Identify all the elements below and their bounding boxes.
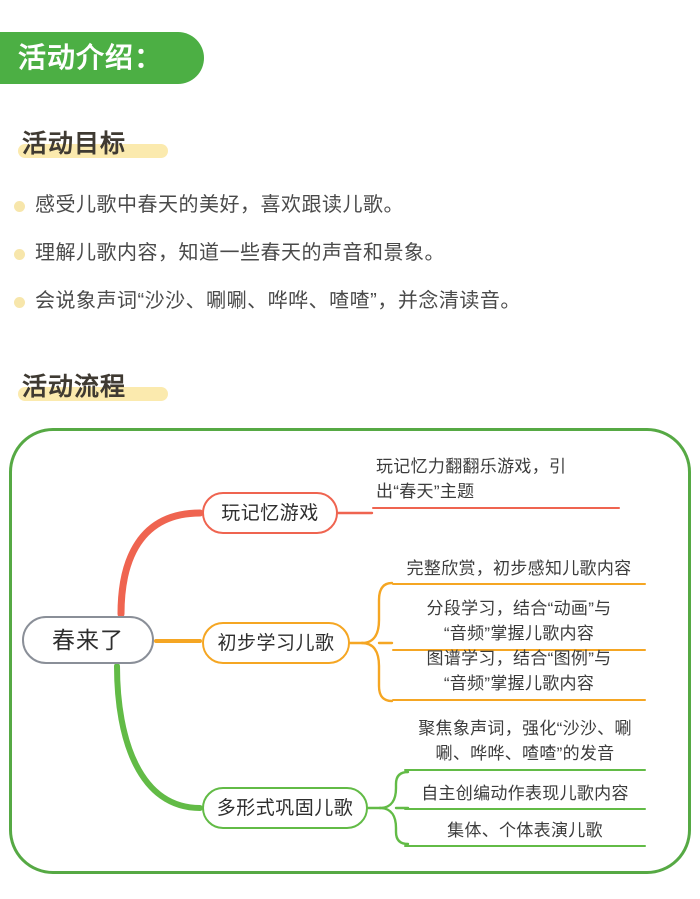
leaf-line-1: 图谱学习，结合“图例”与 [426, 649, 612, 668]
mindmap-leaf-red-1[interactable]: 玩记忆力翻翻乐游戏，引 出“春天”主题 [372, 456, 620, 509]
mindmap-leaf-green-1[interactable]: 聚焦象声词，强化“沙沙、唰 唰、哗哗、喳喳”的发音 [404, 718, 646, 771]
leaf-line-1: 玩记忆力翻翻乐游戏，引 [376, 457, 567, 476]
heading-highlight [18, 143, 168, 158]
connector-branch-orange-down [360, 641, 394, 703]
section-heading-text: 活动目标 [22, 130, 127, 158]
page-title-banner: 活动介绍： [0, 32, 204, 84]
leaf-line-2: 出“春天”主题 [376, 482, 475, 502]
list-item: 理解儿歌内容，知道一些春天的声音和景象。 [14, 240, 694, 267]
objectives-list: 感受儿歌中春天的美好，喜欢跟读儿歌。 理解儿歌内容，知道一些春天的声音和景象。 … [14, 192, 694, 336]
section-heading-text: 活动流程 [22, 373, 127, 401]
leaf-line-2: 唰、哗哗、喳喳”的发音 [435, 744, 615, 764]
page-title: 活动介绍： [18, 42, 164, 73]
heading-highlight [18, 386, 168, 401]
connector-branch-green-down [378, 806, 410, 846]
mindmap-leaf-orange-2[interactable]: 分段学习，结合“动画”与 “音频”掌握儿歌内容 [392, 598, 646, 651]
leaf-line-2: “音频”掌握儿歌内容 [443, 674, 595, 694]
mindmap-root-node[interactable]: 春来了 [22, 616, 154, 664]
leaf-underline [392, 648, 646, 651]
objective-text: 感受儿歌中春天的美好，喜欢跟读儿歌。 [35, 194, 404, 216]
section-heading-flow: 活动流程 [18, 373, 168, 402]
list-item: 感受儿歌中春天的美好，喜欢跟读儿歌。 [14, 192, 694, 219]
mindmap-root-label: 春来了 [52, 626, 124, 653]
connector-root-to-branch-green [114, 663, 203, 811]
connector-root-to-branch-red [117, 509, 204, 618]
leaf-line-2: “音频”掌握儿歌内容 [443, 624, 595, 644]
bullet-dot-icon [14, 249, 25, 260]
mindmap-branch-label: 玩记忆游戏 [221, 502, 319, 524]
mindmap-leaf-green-3[interactable]: 集体、个体表演儿歌 [404, 820, 646, 848]
leaf-underline [392, 583, 646, 586]
leaf-line-1: 分段学习，结合“动画”与 [426, 599, 612, 618]
objective-text: 会说象声词“沙沙、唰唰、哗哗、喳喳”，并念清读音。 [35, 290, 521, 312]
list-item: 会说象声词“沙沙、唰唰、哗哗、喳喳”，并念清读音。 [14, 288, 694, 315]
leaf-underline [404, 768, 646, 771]
leaf-line-1: 自主创编动作表现儿歌内容 [421, 784, 629, 803]
leaf-underline [372, 506, 620, 509]
mindmap-branch-node-1[interactable]: 玩记忆游戏 [202, 492, 338, 534]
mindmap-leaf-orange-1[interactable]: 完整欣赏，初步感知儿歌内容 [392, 558, 646, 586]
mindmap-branch-node-2[interactable]: 初步学习儿歌 [202, 622, 350, 664]
mindmap-branch-label: 初步学习儿歌 [217, 632, 335, 654]
bullet-dot-icon [14, 297, 25, 308]
objective-text: 理解儿歌内容，知道一些春天的声音和景象。 [35, 242, 445, 264]
mindmap-leaf-orange-3[interactable]: 图谱学习，结合“图例”与 “音频”掌握儿歌内容 [392, 648, 646, 701]
leaf-underline [404, 845, 646, 848]
bullet-dot-icon [14, 201, 25, 212]
leaf-underline [404, 808, 646, 811]
connector-branch-green-up [378, 770, 410, 810]
mindmap-leaf-green-2[interactable]: 自主创编动作表现儿歌内容 [404, 783, 646, 811]
leaf-line-1: 集体、个体表演儿歌 [447, 821, 603, 840]
section-heading-objectives: 活动目标 [18, 130, 168, 159]
leaf-line-1: 完整欣赏，初步感知儿歌内容 [406, 559, 632, 578]
leaf-line-1: 聚焦象声词，强化“沙沙、唰 [418, 719, 632, 738]
mindmap-branch-label: 多形式巩固儿歌 [216, 797, 354, 819]
mindmap-branch-node-3[interactable]: 多形式巩固儿歌 [202, 787, 368, 829]
leaf-underline [392, 698, 646, 701]
connector-branch-orange-up [360, 581, 394, 645]
